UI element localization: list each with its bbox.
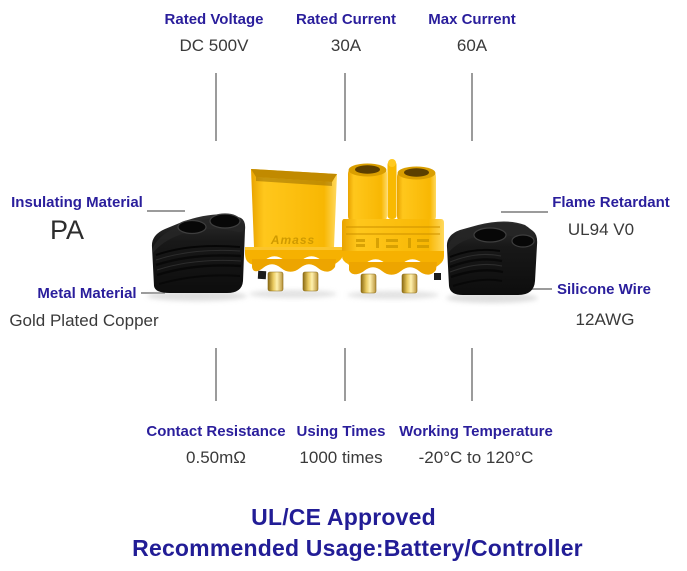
cap-hole <box>511 234 535 248</box>
gold-pin <box>267 271 284 292</box>
footer-approval-text: UL/CE Approved <box>251 504 436 530</box>
spec-working-temperature: Working Temperature -20°C to 120°C <box>390 422 562 468</box>
flame-retardant-value: UL94 V0 <box>567 220 635 239</box>
leader-line-bottom-2 <box>344 348 346 401</box>
spec-contact-resistance: Contact Resistance 0.50mΩ <box>134 422 298 468</box>
metal-material-label: Metal Material <box>37 285 137 302</box>
flame-retardant-label: Flame Retardant <box>552 194 670 211</box>
footer-usage-text: Recommended Usage:Battery/Controller <box>132 535 583 561</box>
rated-current-label: Rated Current <box>295 11 396 28</box>
rated-voltage-value: DC 500V <box>179 36 249 55</box>
leader-line-top-2 <box>344 73 346 141</box>
brand-embossed-text: Amass <box>270 233 315 247</box>
male-connector: Amass <box>245 169 343 292</box>
product-shadows <box>147 290 538 303</box>
spec-rated-current: Rated Current 30A <box>276 10 416 56</box>
max-current-value: 60A <box>456 36 488 55</box>
leader-line-bottom-3 <box>471 348 473 401</box>
metal-material-value: Gold Plated Copper <box>9 311 159 330</box>
gold-pin <box>401 273 418 294</box>
gold-pin <box>302 271 319 292</box>
max-current-label: Max Current <box>428 11 516 28</box>
cap-hole <box>177 219 207 235</box>
using-times-value: 1000 times <box>299 448 383 467</box>
socket-opening <box>355 165 380 174</box>
right-end-cap <box>446 221 538 295</box>
female-connector <box>342 159 444 294</box>
spec-rated-voltage: Rated Voltage DC 500V <box>134 10 294 56</box>
embossed-marks <box>356 238 429 248</box>
left-end-cap <box>151 213 246 293</box>
leader-line-metal <box>141 292 165 294</box>
rated-current-value: 30A <box>330 36 362 55</box>
leader-line-flame <box>501 211 548 213</box>
leader-line-bottom-1 <box>215 348 217 401</box>
contact-resistance-label: Contact Resistance <box>146 423 286 440</box>
insulating-material-value: PA <box>49 215 84 245</box>
spec-using-times: Using Times 1000 times <box>268 422 414 468</box>
silicone-wire-value: 12AWG <box>575 310 635 329</box>
spec-max-current: Max Current 60A <box>402 10 542 56</box>
insulating-material-label: Insulating Material <box>11 194 143 211</box>
socket-opening <box>404 168 429 177</box>
leader-line-insulating <box>147 210 185 212</box>
cap-hole <box>473 227 507 243</box>
leader-line-top-3 <box>471 73 473 141</box>
leader-line-top-1 <box>215 73 217 141</box>
using-times-label: Using Times <box>296 423 386 440</box>
gold-pin <box>360 273 377 294</box>
cap-hole <box>209 213 241 229</box>
product-photo: Amass <box>147 159 538 303</box>
silicone-wire-label: Silicone Wire <box>556 281 652 298</box>
working-temperature-label: Working Temperature <box>399 423 553 440</box>
working-temperature-value: -20°C to 120°C <box>418 448 534 467</box>
contact-resistance-value: 0.50mΩ <box>186 448 246 467</box>
rated-voltage-label: Rated Voltage <box>164 11 264 28</box>
